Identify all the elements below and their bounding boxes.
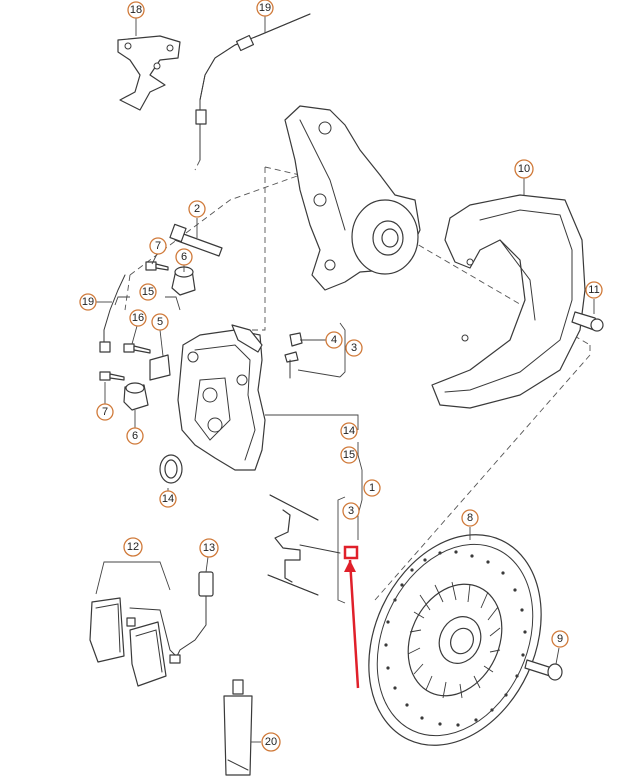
svg-text:14: 14 bbox=[343, 425, 355, 437]
svg-text:15: 15 bbox=[142, 286, 154, 298]
brake-disc-part-8 bbox=[368, 534, 542, 746]
leader-15a-left bbox=[114, 296, 130, 306]
bracket-1 bbox=[357, 499, 363, 540]
callout-15: 15 bbox=[340, 446, 358, 464]
callout-9: 9 bbox=[551, 630, 569, 648]
callout-8: 8 bbox=[461, 509, 479, 527]
bolt-part-7a bbox=[145, 261, 169, 271]
callout-6: 6 bbox=[126, 427, 144, 445]
callout-11: 11 bbox=[585, 281, 603, 299]
bushing-part-6b bbox=[123, 382, 149, 411]
bracket-3b bbox=[337, 496, 346, 604]
callout-2: 2 bbox=[188, 200, 206, 218]
callout-7: 7 bbox=[149, 237, 167, 255]
leader-9 bbox=[555, 647, 560, 665]
seal-ring-part-14 bbox=[159, 454, 183, 484]
svg-text:7: 7 bbox=[155, 240, 161, 252]
callout-13: 13 bbox=[199, 538, 219, 558]
callout-19: 19 bbox=[79, 293, 97, 311]
svg-text:10: 10 bbox=[518, 163, 530, 175]
svg-text:15: 15 bbox=[343, 449, 355, 461]
leader-16 bbox=[131, 325, 138, 345]
grease-tube-part-20 bbox=[223, 679, 253, 776]
bolt-part-9 bbox=[524, 659, 563, 681]
svg-text:20: 20 bbox=[265, 736, 277, 748]
callout-10: 10 bbox=[514, 159, 534, 179]
highlight-marker bbox=[343, 545, 360, 689]
callout-6: 6 bbox=[175, 248, 193, 266]
svg-text:5: 5 bbox=[157, 316, 163, 328]
callout-3: 3 bbox=[342, 502, 360, 520]
callout-18: 18 bbox=[127, 1, 145, 19]
bracket-12 bbox=[95, 561, 171, 595]
svg-text:19: 19 bbox=[259, 2, 271, 14]
steering-knuckle bbox=[284, 105, 421, 291]
bushing-part-6a bbox=[171, 266, 196, 296]
dust-shield-part-10 bbox=[431, 194, 586, 409]
wear-sensor-part-13 bbox=[169, 571, 214, 664]
leader-5 bbox=[159, 329, 164, 357]
callout-14: 14 bbox=[340, 422, 358, 440]
leader-7a bbox=[151, 253, 158, 265]
svg-text:6: 6 bbox=[132, 430, 138, 442]
bolt-part-16 bbox=[123, 343, 151, 354]
brake-pads-part-12 bbox=[89, 597, 181, 687]
svg-text:4: 4 bbox=[331, 334, 337, 346]
bolt-part-11 bbox=[571, 311, 604, 332]
bleeder-part-4 bbox=[284, 332, 303, 379]
callout-1: 1 bbox=[363, 479, 381, 497]
svg-text:11: 11 bbox=[588, 284, 599, 296]
bolt-part-2 bbox=[169, 223, 223, 257]
callout-12: 12 bbox=[123, 537, 143, 557]
pad-retainer-pins bbox=[267, 494, 341, 596]
leader-13 bbox=[205, 556, 209, 573]
svg-text:3: 3 bbox=[351, 342, 357, 354]
svg-text:9: 9 bbox=[557, 633, 563, 645]
callout-20: 20 bbox=[261, 732, 281, 752]
leader-15b bbox=[357, 442, 363, 500]
callout-19: 19 bbox=[256, 0, 274, 17]
callout-15: 15 bbox=[139, 283, 157, 301]
bracket-part-18 bbox=[117, 35, 181, 111]
svg-text:7: 7 bbox=[102, 406, 108, 418]
svg-text:13: 13 bbox=[203, 542, 215, 554]
svg-text:3: 3 bbox=[348, 505, 354, 517]
bracket-part-5 bbox=[149, 354, 171, 381]
callout-7: 7 bbox=[96, 403, 114, 421]
brake-caliper bbox=[177, 324, 266, 471]
svg-text:19: 19 bbox=[82, 296, 94, 308]
svg-text:12: 12 bbox=[127, 541, 139, 553]
svg-text:2: 2 bbox=[194, 203, 200, 215]
svg-text:18: 18 bbox=[130, 4, 142, 16]
callout-4: 4 bbox=[325, 331, 343, 349]
svg-text:14: 14 bbox=[162, 493, 174, 505]
brake-hose-part-19b bbox=[99, 274, 126, 353]
leader-15a-right bbox=[165, 296, 181, 311]
svg-text:1: 1 bbox=[369, 482, 375, 494]
callout-3: 3 bbox=[345, 339, 363, 357]
bolt-part-7b bbox=[99, 371, 125, 381]
svg-text:8: 8 bbox=[467, 512, 473, 524]
callout-5: 5 bbox=[151, 313, 169, 331]
callout-16: 16 bbox=[129, 309, 147, 327]
leader-3a-line bbox=[297, 369, 341, 378]
bracket-3a bbox=[339, 322, 346, 378]
callout-14: 14 bbox=[159, 490, 177, 508]
svg-text:6: 6 bbox=[181, 251, 187, 263]
svg-text:16: 16 bbox=[132, 312, 144, 324]
leader-14b bbox=[265, 414, 359, 430]
callouts: 18 19 2 7 6 19 15 16 5 7 6 14 4 3 10 11 … bbox=[79, 0, 603, 752]
brake-hose-part-19 bbox=[195, 13, 311, 161]
